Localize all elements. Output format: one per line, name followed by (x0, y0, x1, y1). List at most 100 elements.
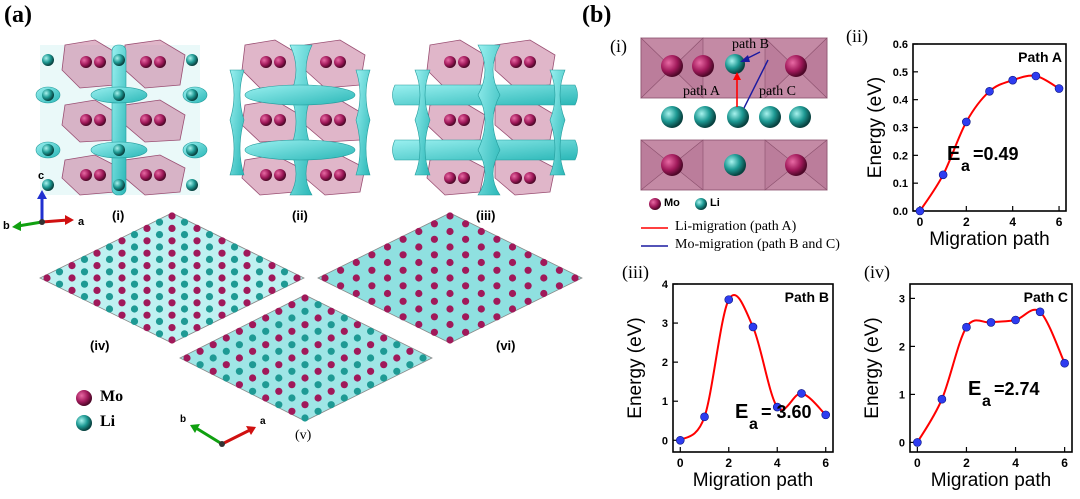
mo-atom (143, 324, 151, 332)
legend-mo-label: Mo (100, 388, 124, 405)
label-b-i: (i) (610, 36, 627, 56)
mo-atom (118, 274, 126, 282)
x-tick-label: 4 (1009, 215, 1016, 229)
activation-energy-value: =0.49 (973, 144, 1019, 164)
activation-energy-value: = 3.60 (761, 402, 812, 422)
li-atom (353, 361, 361, 369)
mo-atom (143, 286, 151, 294)
li-atom (353, 334, 361, 342)
li-atom (340, 394, 348, 402)
li-atom (105, 305, 114, 313)
li-atom (130, 317, 139, 325)
label-a-i: (i) (112, 208, 125, 223)
mo-atom (222, 361, 230, 369)
mo-atom (540, 289, 548, 298)
li-atom (340, 367, 348, 375)
li-atom (262, 381, 270, 389)
mo-atom (288, 381, 296, 389)
label-a-ii: (ii) (292, 208, 308, 223)
mo-atom (193, 262, 201, 270)
mo-atom (301, 374, 309, 382)
li-atom (205, 280, 214, 288)
plot-frame (909, 283, 1073, 453)
mo-atom (118, 286, 126, 294)
mo-atom (399, 297, 407, 305)
label-a-iii: (iii) (476, 208, 496, 223)
li-atom (230, 293, 239, 301)
mo-atom (399, 251, 407, 259)
mo-atom (235, 381, 243, 389)
legend-li-atom (76, 415, 92, 431)
mo-atom (193, 237, 201, 245)
mo-atom (68, 262, 76, 270)
b-legend-li: Li (710, 197, 720, 209)
mo-atom (571, 274, 579, 282)
mo-atom (430, 220, 438, 228)
mo-atom (218, 311, 226, 319)
mo-atom (446, 274, 454, 282)
mo-atom (462, 266, 470, 274)
li-atom (155, 330, 164, 338)
li-atom (180, 293, 189, 301)
mo-atom (268, 274, 276, 282)
panel-b-label: (b) (582, 2, 612, 28)
mo-atom (193, 224, 201, 232)
data-point (913, 438, 922, 447)
li-atom (205, 255, 214, 263)
mo-atom (493, 235, 501, 243)
mo-atom (462, 235, 470, 243)
mo-atom (243, 299, 251, 307)
mo-atom (337, 266, 345, 274)
mo-atom (340, 327, 348, 335)
mo-atom (118, 249, 126, 257)
mo-atom (243, 262, 251, 270)
mo-atom (462, 297, 470, 305)
legend-li-label: Li (100, 413, 116, 430)
panel-a-label: (a) (4, 2, 32, 28)
mo-atom (540, 258, 548, 267)
mo-atom (314, 394, 322, 402)
axis2-b-label: b (180, 414, 187, 425)
data-point (962, 117, 971, 127)
mo-atom (340, 354, 348, 362)
label-a-v: (v) (295, 428, 312, 443)
mo-atom (68, 286, 76, 294)
x-axis-label: Migration path (693, 470, 813, 491)
mo-atom (493, 313, 501, 321)
mo-atom (168, 249, 176, 257)
mo-atom (446, 227, 454, 236)
mo-atom (337, 282, 345, 290)
mo-atom (268, 262, 276, 270)
mo-atom (288, 354, 296, 362)
mo-atom (477, 305, 485, 313)
li-atom (130, 293, 139, 301)
mo-atom (268, 286, 276, 294)
li-atom (301, 334, 309, 342)
mo-atom (540, 274, 548, 282)
mo-atom (168, 324, 176, 332)
mo-atom (168, 299, 176, 307)
mo-atom (430, 266, 438, 274)
mo-atom (383, 305, 392, 313)
mo-atom (415, 305, 423, 313)
li-atom (262, 354, 270, 362)
data-point (938, 170, 948, 180)
mo-atom (262, 367, 270, 375)
li-atom (280, 268, 289, 276)
mo-atom (383, 258, 392, 267)
x-tick-label: 6 (1056, 215, 1063, 229)
li-atom (280, 280, 289, 288)
mo-atom (168, 212, 176, 220)
axis2-a-label: a (260, 416, 266, 427)
mo-atom (243, 286, 251, 294)
li-atom (275, 401, 283, 409)
mo-atom (93, 262, 101, 270)
structure-iv-atoms (43, 212, 301, 344)
mo-atom (399, 266, 407, 274)
x-tick-label: 2 (963, 456, 970, 470)
data-point (1060, 358, 1069, 368)
li-atom (314, 327, 322, 335)
mo-atom (275, 307, 283, 315)
axis-triad-2 (190, 424, 256, 447)
